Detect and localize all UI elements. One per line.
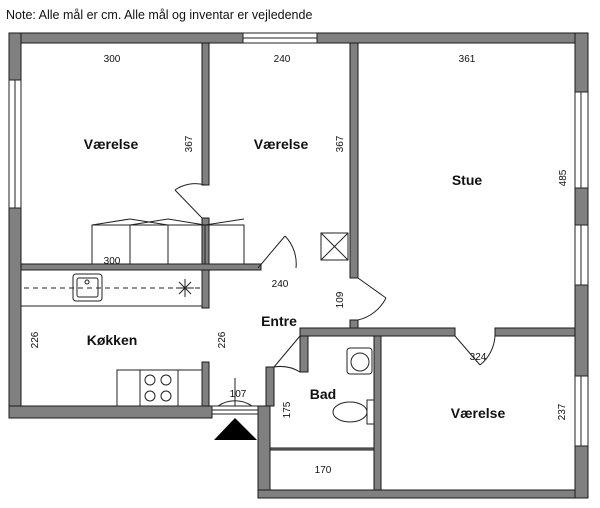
dim-vaerelse-1-width: 300: [104, 54, 121, 65]
door-bad: [273, 335, 301, 373]
windows: [8, 32, 589, 447]
dim-stue-width: 361: [459, 54, 476, 65]
door-vaerelse-3: [454, 335, 496, 366]
window-right-lower: [574, 375, 589, 447]
room-label-vaerelse-3: Værelse: [451, 405, 506, 421]
walls: [8, 32, 589, 499]
window-top: [242, 32, 318, 44]
dim-entrance-width: 107: [230, 389, 247, 400]
room-label-stue: Stue: [452, 172, 483, 188]
dim-vaerelse-2-depth: 367: [335, 135, 346, 152]
dim-koekken-right-depth: 226: [217, 331, 228, 348]
dim-vaerelse-3-depth: 237: [557, 403, 568, 420]
cooker-hood-icon: [176, 279, 194, 297]
shower-cabinet: [320, 232, 349, 261]
entrance-arrow-icon: [214, 418, 257, 440]
door-entrance: [211, 378, 259, 415]
dim-vaerelse-1-depth: 367: [184, 135, 195, 152]
window-right-middle: [574, 224, 589, 286]
room-label-vaerelse-2: Værelse: [254, 136, 309, 152]
dim-bad-depth: 175: [282, 401, 293, 418]
dim-koekken-width: 300: [104, 256, 121, 267]
window-left: [8, 79, 22, 209]
window-right-upper: [574, 91, 589, 189]
door-entre-top: [257, 235, 297, 269]
dim-stue-depth: 485: [558, 169, 569, 186]
toilet-icon: [332, 399, 375, 425]
dim-entre-depth: 109: [335, 291, 346, 308]
room-label-vaerelse-1: Værelse: [84, 136, 139, 152]
room-label-entre: Entre: [261, 313, 297, 329]
wardrobes: [91, 218, 245, 265]
room-label-bad: Bad: [310, 386, 336, 402]
sink-icon: [72, 273, 103, 302]
stove-icon: [116, 369, 203, 407]
door-stue: [357, 277, 387, 321]
doors: [174, 183, 496, 415]
washbasin-icon: [346, 347, 373, 375]
door-vaerelse-1: [174, 183, 206, 219]
room-labels: Værelse Værelse Stue Køkken Entre Bad Væ…: [84, 136, 506, 421]
dim-koekken-left-depth: 226: [30, 331, 41, 348]
dimension-labels: 300 240 361 367 367 485 300 240 109 226 …: [30, 54, 569, 476]
kitchen-counter: [20, 269, 203, 307]
plan-note: Note: Alle mål er cm. Alle mål og invent…: [6, 8, 313, 22]
dim-vaerelse-2-width: 240: [274, 54, 291, 65]
room-label-koekken: Køkken: [87, 332, 138, 348]
dim-hall-width: 170: [315, 465, 332, 476]
dim-stue-opening: 324: [470, 352, 487, 363]
dim-entre-width: 240: [272, 279, 289, 290]
